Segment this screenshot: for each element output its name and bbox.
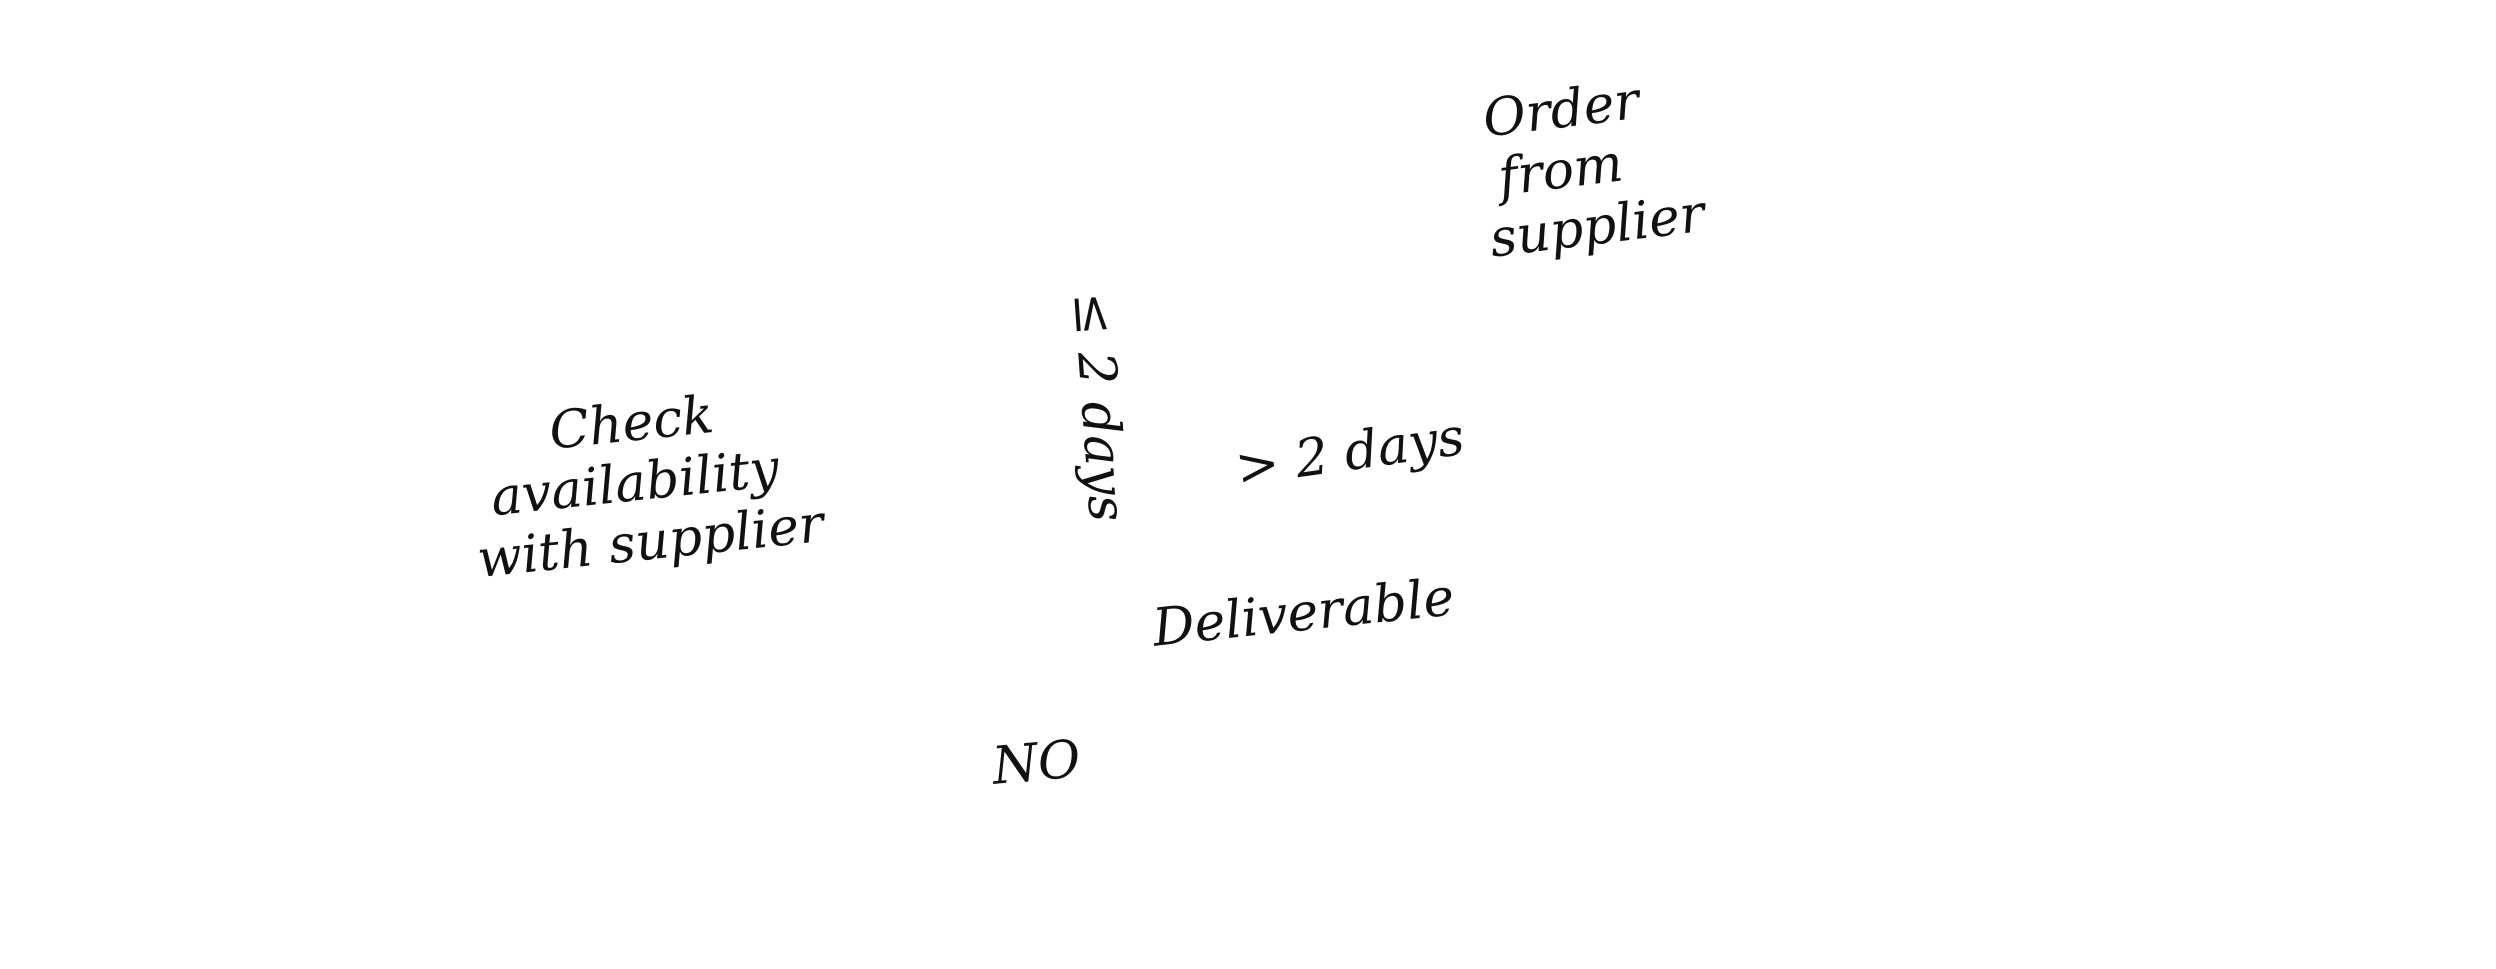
no-label: NO <box>989 729 1083 797</box>
order-from-supplier-label: Order from supplier <box>1472 66 1708 270</box>
deliverable-label: Deliverable <box>1149 567 1457 659</box>
check-availability-label: Check availability with supplier <box>462 376 827 591</box>
le-two-days-label: ≤ 2 days <box>1061 289 1138 524</box>
gt-two-days-label: > 2 days <box>1231 406 1469 499</box>
